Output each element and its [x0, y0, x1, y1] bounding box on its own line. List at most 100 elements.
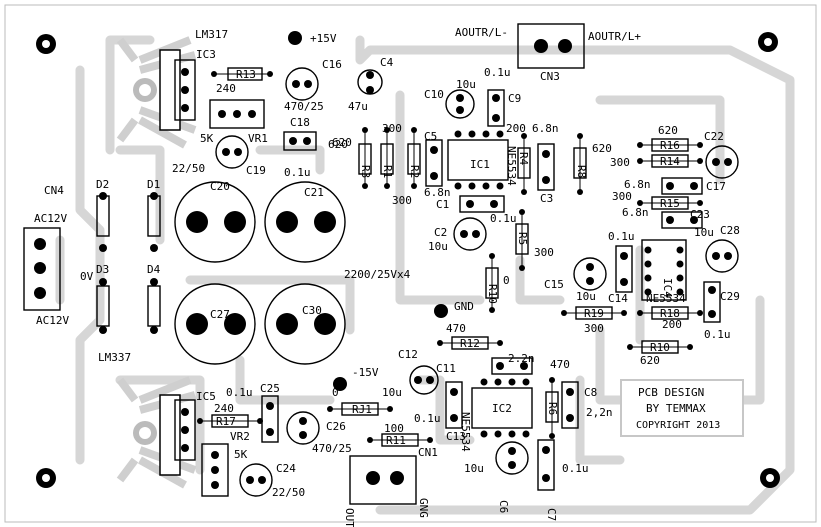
label-c15: C15 [544, 278, 564, 291]
label-c16: C16 [322, 58, 342, 71]
label-ov: 0V [80, 270, 94, 283]
label-rj1-val: 0 [332, 386, 339, 399]
label-rj1: RJ1 [352, 403, 372, 416]
label-d1: D1 [147, 178, 160, 191]
label-r14: R14 [660, 155, 680, 168]
label-c3: C3 [540, 192, 553, 205]
label-c15-val: 10u [576, 290, 596, 303]
label-c20: C20 [210, 180, 230, 193]
label-c26: C26 [326, 420, 346, 433]
mounting-holes [36, 32, 780, 488]
label-r1: R1 [381, 165, 394, 178]
label-minus15v: -15V [352, 366, 379, 379]
label-r4: R4 [517, 152, 530, 166]
label-c17-val: 6.8n [624, 178, 651, 191]
label-c5-val: 6.8n [424, 186, 451, 199]
resistors [197, 67, 703, 447]
label-ac12v-top: AC12V [34, 212, 67, 225]
label-ic2-part: NE5534 [459, 412, 472, 452]
label-c18-val: 620 [328, 138, 348, 151]
label-r10b-val: 620 [640, 354, 660, 367]
label-c24-val: 22/50 [272, 486, 305, 499]
label-gnd: GND [454, 300, 474, 313]
diodes [96, 192, 161, 334]
label-ic1-part: NE5534 [505, 146, 518, 186]
label-r10b: R10 [650, 341, 670, 354]
label-r12-val: 470 [446, 322, 466, 335]
label-r17: R17 [216, 415, 236, 428]
label-c14-val: 0.1u [608, 230, 635, 243]
label-ic3: IC3 [196, 48, 216, 61]
large-capacitors [174, 181, 346, 365]
label-ic5: IC5 [196, 390, 216, 403]
label-ic4: IC4 [661, 278, 674, 298]
label-c12-val: 10u [382, 386, 402, 399]
label-r6: R6 [546, 402, 559, 415]
label-ic1: IC1 [470, 158, 490, 171]
label-r16-val: 620 [658, 124, 678, 137]
label-r4-val: 200 [506, 122, 526, 135]
label-c11-val: 2.2n [508, 352, 535, 365]
label-vr1: VR1 [248, 132, 268, 145]
label-c30: C30 [302, 304, 322, 317]
label-d3: D3 [96, 263, 109, 276]
label-c10-val: 10u [456, 78, 476, 91]
label-r12: R12 [460, 337, 480, 350]
label-aoutr-l-plus: AOUTR/L+ [588, 30, 641, 43]
ic-opamps [447, 130, 687, 438]
label-r19-val: 300 [584, 322, 604, 335]
label-r10-val: 0 [503, 274, 510, 287]
label-r14-val: 300 [610, 156, 630, 169]
label-r16: R16 [660, 139, 680, 152]
label-c28: C28 [720, 224, 740, 237]
label-c7: C7 [545, 508, 558, 521]
label-c16-val: 470/25 [284, 100, 324, 113]
label-c28-val: 10u [694, 226, 714, 239]
label-r8-val: 620 [592, 142, 612, 155]
label-vr2: VR2 [230, 430, 250, 443]
test-points [288, 31, 448, 391]
label-r2-val: 300 [392, 194, 412, 207]
label-c21-val: 0.1u [284, 166, 311, 179]
label-r11-val: 100 [384, 422, 404, 435]
label-c1: C1 [436, 198, 449, 211]
label-c14: C14 [608, 292, 628, 305]
label-by-temmax: BY TEMMAX [646, 402, 706, 415]
label-ic2: IC2 [492, 402, 512, 415]
label-c8-val: 2,2n [586, 406, 613, 419]
label-c3-val: 6.8n [532, 122, 559, 135]
label-cn3: CN3 [540, 70, 560, 83]
label-c13: C13 [446, 430, 466, 443]
ic3-regulator [174, 59, 196, 121]
label-c1-val: 0.1u [490, 212, 517, 225]
label-gng: GNG [417, 498, 430, 518]
label-c19: C19 [246, 164, 266, 177]
ic5-regulator [174, 399, 196, 461]
label-c4-val: 47u [348, 100, 368, 113]
label-c17: C17 [706, 180, 726, 193]
label-r1-val: 300 [382, 122, 402, 135]
label-r15: R15 [660, 197, 680, 210]
label-c21: C21 [304, 186, 324, 199]
label-c13-val: 0.1u [414, 412, 441, 425]
label-d2: D2 [96, 178, 109, 191]
label-c23-val: 6.8n [622, 206, 649, 219]
label-cn1: CN1 [418, 446, 438, 459]
label-c6: C6 [497, 500, 510, 513]
label-r3: R3 [359, 165, 372, 178]
connectors [23, 23, 585, 505]
label-r19: R19 [584, 307, 604, 320]
label-copyright: COPYRIGHT 2013 [636, 420, 720, 431]
label-lm337: LM337 [98, 351, 131, 364]
label-r15-val: 300 [612, 190, 632, 203]
label-lm317: LM317 [195, 28, 228, 41]
label-pcb-design: PCB DESIGN [638, 386, 704, 399]
label-output: OUTPUT [343, 508, 356, 527]
label-c11: C11 [436, 362, 456, 375]
label-r2: R2 [408, 165, 421, 178]
label-c29-val: 0.1u [704, 328, 731, 341]
board-edge [4, 4, 817, 523]
label-c2-val: 10u [428, 240, 448, 253]
